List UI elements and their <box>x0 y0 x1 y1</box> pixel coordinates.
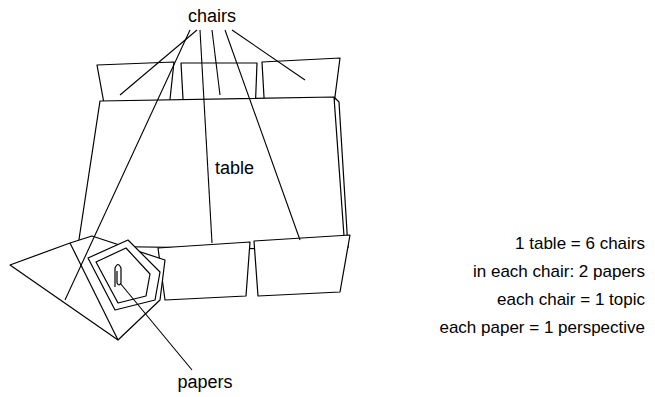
leader-line <box>225 30 300 240</box>
leader-line <box>232 30 305 80</box>
table-label: table <box>215 158 254 179</box>
leader-line <box>212 30 220 95</box>
table-edge <box>334 97 348 248</box>
chair-shape <box>254 235 350 296</box>
paper-shape <box>96 248 150 303</box>
paper-shape <box>88 240 160 310</box>
note-text: 1 table = 6 chairs <box>515 234 645 254</box>
note-text: each chair = 1 topic <box>497 290 645 310</box>
table-label-area: table <box>117 100 352 236</box>
note-text: in each chair: 2 papers <box>473 262 645 282</box>
callout-label: chairs <box>188 6 236 27</box>
leader-line <box>120 283 192 370</box>
chair-shape <box>158 242 250 300</box>
callout-label: papers <box>177 372 232 393</box>
leader-line <box>65 30 190 300</box>
note-text: each paper = 1 perspective <box>439 318 645 338</box>
leader-line <box>200 30 212 243</box>
